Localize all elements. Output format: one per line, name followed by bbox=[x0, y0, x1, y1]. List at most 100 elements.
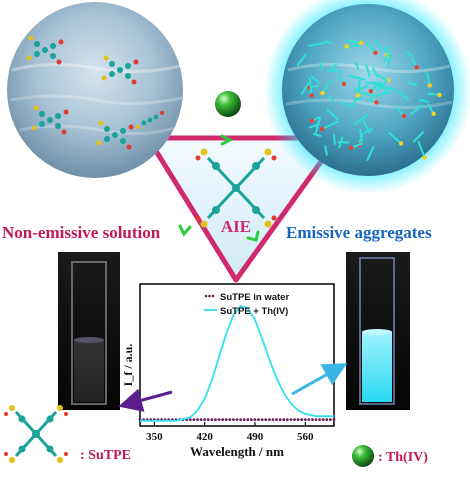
aggregate-bond bbox=[360, 91, 378, 98]
series-point-sutpe-water bbox=[206, 418, 210, 422]
sutpe-molecule-icon bbox=[136, 111, 164, 129]
series-line-sutpe-th bbox=[140, 304, 334, 422]
legend-marker-dotted bbox=[204, 294, 208, 298]
aggregate-atom bbox=[349, 145, 354, 150]
sutpe-molecule-icon bbox=[101, 55, 139, 85]
x-tick-label: 350 bbox=[146, 431, 163, 443]
aggregate-atom bbox=[401, 113, 407, 119]
aggregate-atom bbox=[437, 92, 442, 98]
aggregate-bond bbox=[330, 62, 339, 71]
aggregate-atom bbox=[427, 83, 432, 88]
series-point-sutpe-water bbox=[307, 418, 311, 422]
series-point-sutpe-water bbox=[278, 418, 282, 422]
series-point-sutpe-water bbox=[249, 418, 253, 422]
aggregate-bond bbox=[314, 116, 322, 134]
aggregate-bond bbox=[345, 39, 362, 44]
aggregate-bond bbox=[375, 79, 389, 92]
y-axis-label: I_f / a.u. bbox=[121, 344, 135, 387]
thorium-sphere-icon bbox=[352, 445, 374, 467]
aggregate-atom bbox=[355, 93, 361, 98]
aggregate-bond bbox=[324, 145, 328, 156]
aggregate-bond bbox=[321, 79, 332, 94]
aggregate-bond bbox=[366, 145, 375, 162]
aggregate-atom bbox=[320, 90, 325, 96]
legend-entry-label: SuTPE + Th(IV) bbox=[220, 306, 288, 317]
series-point-sutpe-water bbox=[214, 418, 217, 422]
aggregate-bond bbox=[386, 54, 392, 68]
aggregate-atom bbox=[422, 155, 427, 160]
series-point-sutpe-water bbox=[210, 418, 214, 422]
cuvette-icon bbox=[58, 252, 120, 410]
aggregate-bond bbox=[354, 61, 360, 70]
legend-sutpe-label: : SuTPE bbox=[80, 448, 131, 463]
aggregate-bond bbox=[324, 40, 334, 45]
aie-label: AIE bbox=[221, 217, 251, 236]
aggregate-bond bbox=[374, 39, 383, 51]
aggregate-bond bbox=[319, 61, 324, 71]
aggregate-bond bbox=[353, 96, 363, 102]
aggregate-bond bbox=[308, 41, 327, 47]
right-aggregate-sphere bbox=[264, 0, 470, 194]
aggregate-bond bbox=[405, 51, 414, 57]
series-point-sutpe-water bbox=[242, 418, 246, 422]
series-point-sutpe-water bbox=[260, 418, 264, 422]
series-point-sutpe-water bbox=[239, 418, 242, 422]
sutpe-molecule-icon bbox=[26, 35, 64, 65]
aggregate-bond bbox=[382, 53, 390, 63]
series-point-sutpe-water bbox=[257, 418, 260, 422]
series-point-sutpe-water bbox=[314, 418, 318, 422]
series-point-sutpe-water bbox=[224, 418, 228, 422]
non-emissive-caption: Non-emissive solution bbox=[2, 223, 161, 242]
aggregate-atom bbox=[398, 141, 404, 146]
emissive-caption: Emissive aggregates bbox=[286, 223, 432, 242]
sutpe-molecule-icon bbox=[195, 148, 277, 228]
aggregate-bond bbox=[348, 74, 366, 81]
series-point-sutpe-water bbox=[217, 418, 221, 422]
cyan-arrow bbox=[291, 363, 348, 396]
series-point-sutpe-water bbox=[275, 418, 278, 422]
legend-entry-label: SuTPE in water bbox=[220, 292, 289, 303]
aggregate-bond bbox=[374, 90, 390, 98]
sutpe-molecule-icon bbox=[4, 405, 68, 463]
aggregate-bond bbox=[357, 78, 362, 96]
aggregate-atom bbox=[319, 126, 325, 132]
aggregate-bond bbox=[338, 136, 344, 149]
legend-marker-dotted bbox=[208, 294, 211, 298]
series-point-sutpe-water bbox=[267, 418, 271, 422]
aggregate-bond bbox=[371, 82, 388, 91]
series-point-sutpe-water bbox=[246, 418, 250, 422]
aggregate-bond bbox=[312, 132, 322, 138]
series-point-sutpe-water bbox=[293, 418, 296, 422]
aggregate-atom bbox=[431, 111, 436, 117]
series-point-sutpe-water bbox=[329, 418, 332, 422]
series-point-sutpe-water bbox=[221, 418, 225, 422]
x-axis-label: Wavelength / nm bbox=[190, 444, 284, 459]
aggregate-bond bbox=[328, 94, 335, 103]
aggregate-atom bbox=[368, 88, 374, 94]
legend-th-label: : Th(IV) bbox=[378, 450, 428, 465]
series-point-sutpe-water bbox=[264, 418, 268, 422]
series-point-sutpe-water bbox=[332, 418, 336, 422]
series-point-sutpe-water bbox=[311, 418, 314, 422]
aggregate-bond bbox=[410, 104, 424, 116]
aggregate-atom bbox=[374, 100, 379, 105]
aggregate-atom bbox=[344, 44, 349, 49]
thorium-sphere-icon bbox=[215, 91, 241, 117]
aggregate-atom bbox=[414, 65, 419, 70]
sutpe-molecule-icon bbox=[96, 120, 134, 150]
aggregate-bond bbox=[346, 44, 361, 48]
chart-frame bbox=[139, 283, 335, 427]
aggregate-bond bbox=[353, 84, 369, 93]
series-point-sutpe-water bbox=[232, 418, 235, 422]
series-point-sutpe-water bbox=[289, 418, 293, 422]
aie-triangle bbox=[145, 135, 341, 283]
aggregate-bond bbox=[418, 98, 429, 104]
x-tick-label: 420 bbox=[196, 431, 213, 443]
green-arrow-icons bbox=[178, 134, 260, 242]
aggregate-bond bbox=[397, 90, 410, 102]
molecular-aggregate bbox=[296, 39, 442, 162]
aggregate-bond bbox=[326, 108, 340, 121]
legend-marker-dotted bbox=[211, 294, 215, 298]
series-point-sutpe-water bbox=[228, 418, 232, 422]
